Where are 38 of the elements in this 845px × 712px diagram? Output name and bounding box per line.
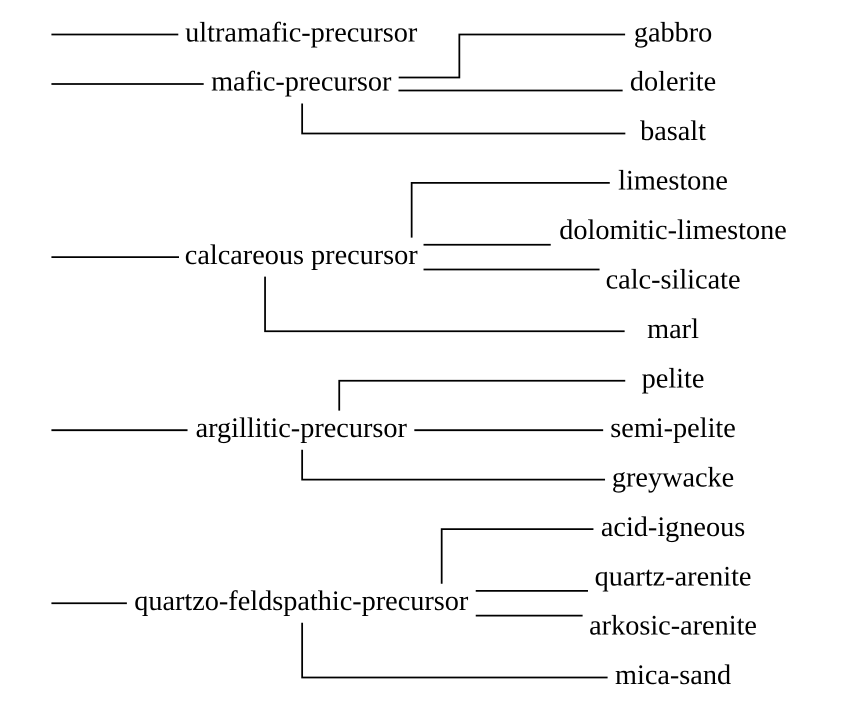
node-text: dolomitic-limestone <box>559 215 787 246</box>
connector <box>264 276 625 332</box>
connector <box>398 34 626 78</box>
node-text: mafic-precursor <box>211 66 392 98</box>
node-text: mica-sand <box>615 660 732 692</box>
node-text: semi-pelite <box>610 412 736 444</box>
node-text: greywacke <box>612 462 734 494</box>
node-text: acid-igneous <box>600 512 746 543</box>
connector <box>51 602 127 604</box>
node-text: gabbro <box>634 17 712 48</box>
connector <box>301 622 608 678</box>
node-text: marl <box>647 314 699 345</box>
connector <box>301 104 626 134</box>
connector <box>410 182 610 238</box>
node-text: dolerite <box>630 66 716 98</box>
connector <box>414 429 604 432</box>
connector <box>424 244 551 246</box>
node-text: arkosic-arenite <box>589 610 757 642</box>
connector <box>440 528 594 584</box>
node-text: calc-silicate <box>606 264 741 296</box>
node-text: pelite <box>642 363 704 394</box>
node-text: quartzo-feldspathic-precursor <box>134 586 468 617</box>
connector <box>476 614 583 617</box>
connector <box>51 429 188 432</box>
connector <box>476 590 588 592</box>
node-text: calcareous precursor <box>184 240 418 271</box>
connector <box>424 268 600 270</box>
connector <box>51 83 204 85</box>
connector <box>51 256 179 258</box>
node-text: argillitic-precursor <box>196 412 407 444</box>
connector <box>51 34 178 36</box>
node-text: ultramafic-precursor <box>185 17 418 48</box>
connector <box>398 90 623 92</box>
connector <box>338 380 626 411</box>
node-text: limestone <box>618 166 728 197</box>
connector <box>301 450 606 481</box>
node-text: basalt <box>640 116 706 148</box>
node-text: quartz-arenite <box>594 561 752 592</box>
